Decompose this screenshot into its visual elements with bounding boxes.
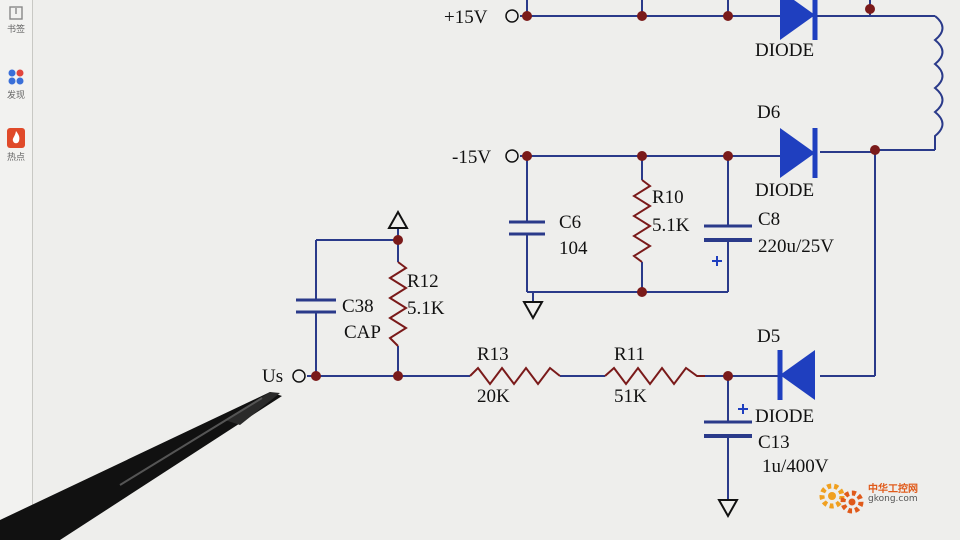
junction (865, 4, 875, 14)
c38-ref: C38 (342, 296, 374, 317)
capacitor-c13 (704, 420, 752, 438)
c6-ref: C6 (559, 212, 581, 233)
port-plus15 (505, 9, 519, 23)
diode-d5 (777, 350, 815, 400)
c6-value: 104 (559, 238, 588, 259)
c8-value: 220u/25V (758, 236, 834, 257)
junction (637, 287, 647, 297)
watermark: 中华工控网 gkong.com (818, 478, 948, 518)
r13-ref: R13 (477, 344, 509, 365)
junction (723, 11, 733, 21)
junction (522, 151, 532, 161)
watermark-line1: 中华工控网 (868, 484, 918, 495)
sidebar-item-label: 热点 (6, 153, 25, 163)
c8-ref: C8 (758, 209, 780, 230)
port-label-us: Us (262, 366, 283, 387)
junction (311, 371, 321, 381)
c13-value: 1u/400V (762, 456, 829, 477)
sidebar-item-discover[interactable]: 发现 (0, 68, 32, 101)
diode-d6 (780, 128, 818, 178)
diode-top (780, 0, 818, 40)
sidebar: 书签 发现 热点 (0, 0, 33, 540)
resistor-r10 (632, 179, 652, 263)
capacitor-c6 (509, 220, 545, 236)
port-label-plus15: +15V (444, 7, 488, 28)
ground-symbol (522, 301, 544, 321)
junction (522, 11, 532, 21)
transformer-winding (933, 15, 944, 150)
capacitor-c8 (704, 224, 752, 242)
resistor-r13 (469, 366, 561, 386)
r12-ref: R12 (407, 271, 439, 292)
resistor-r12 (388, 261, 408, 347)
r12-value: 5.1K (407, 298, 445, 319)
junction (393, 235, 403, 245)
diode-d6-type: DIODE (755, 180, 814, 201)
diode-top-type: DIODE (755, 40, 814, 61)
junction (723, 151, 733, 161)
plus-mark-c8 (712, 256, 722, 266)
r13-value: 20K (477, 386, 510, 407)
junction (637, 11, 647, 21)
r11-ref: R11 (614, 344, 645, 365)
port-us (292, 369, 306, 383)
r11-value: 51K (614, 386, 647, 407)
junction (870, 145, 880, 155)
r10-ref: R10 (652, 187, 684, 208)
junction (393, 371, 403, 381)
watermark-line2: gkong.com (868, 494, 918, 504)
sidebar-item-label: 发现 (6, 91, 25, 101)
port-label-minus15: -15V (452, 147, 491, 168)
junction (723, 371, 733, 381)
diode-d5-type: DIODE (755, 406, 814, 427)
capacitor-c38 (296, 298, 336, 314)
r10-value: 5.1K (652, 215, 690, 236)
c13-ref: C13 (758, 432, 790, 453)
ground-symbol (717, 499, 739, 519)
reference-arrow (387, 209, 409, 229)
sidebar-item-hot[interactable]: 热点 (0, 128, 32, 163)
hot-flame-icon (7, 128, 25, 148)
plus-mark-c13 (738, 404, 748, 414)
gear-logo-icon (819, 483, 864, 514)
port-minus15 (505, 149, 519, 163)
sidebar-item-label: 书签 (6, 25, 25, 35)
c38-value: CAP (344, 322, 381, 343)
bookmark-icon (9, 6, 23, 20)
diode-d6-ref: D6 (757, 102, 780, 123)
sidebar-item-bookmark[interactable]: 书签 (0, 6, 32, 35)
diode-d5-ref: D5 (757, 326, 780, 347)
junction (637, 151, 647, 161)
discover-icon (8, 69, 24, 85)
resistor-r11 (604, 366, 705, 386)
